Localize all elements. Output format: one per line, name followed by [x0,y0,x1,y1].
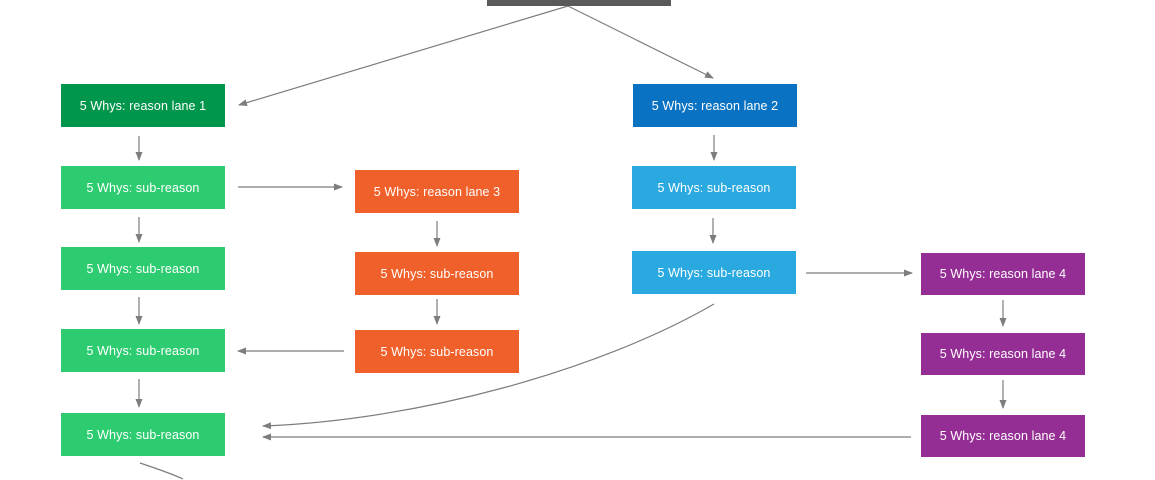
node-lane4-header[interactable]: 5 Whys: reason lane 4 [921,253,1085,295]
edge-root-to-lane2 [567,5,714,79]
node-lane3-header[interactable]: 5 Whys: reason lane 3 [355,170,519,213]
node-lane1-sub-reason-2[interactable]: 5 Whys: sub-reason [61,247,225,290]
node-lane3-sub-reason-2[interactable]: 5 Whys: sub-reason [355,330,519,373]
node-lane4-item-3[interactable]: 5 Whys: reason lane 4 [921,415,1085,457]
edge-lane1-sub4-offscreen [139,462,184,480]
node-lane3-sub-reason-1[interactable]: 5 Whys: sub-reason [355,252,519,295]
node-lane2-header[interactable]: 5 Whys: reason lane 2 [633,84,797,127]
node-lane2-sub-reason-1[interactable]: 5 Whys: sub-reason [632,166,796,209]
edge-lane2-sub2-to-lane1-sub4 [262,303,715,430]
node-lane2-sub-reason-2[interactable]: 5 Whys: sub-reason [632,251,796,294]
root-node[interactable] [487,0,671,6]
node-lane1-sub-reason-1[interactable]: 5 Whys: sub-reason [61,166,225,209]
node-lane4-item-2[interactable]: 5 Whys: reason lane 4 [921,333,1085,375]
node-lane1-sub-reason-4[interactable]: 5 Whys: sub-reason [61,413,225,456]
edge-root-to-lane1 [238,5,569,107]
node-lane1-header[interactable]: 5 Whys: reason lane 1 [61,84,225,127]
node-lane1-sub-reason-3[interactable]: 5 Whys: sub-reason [61,329,225,372]
